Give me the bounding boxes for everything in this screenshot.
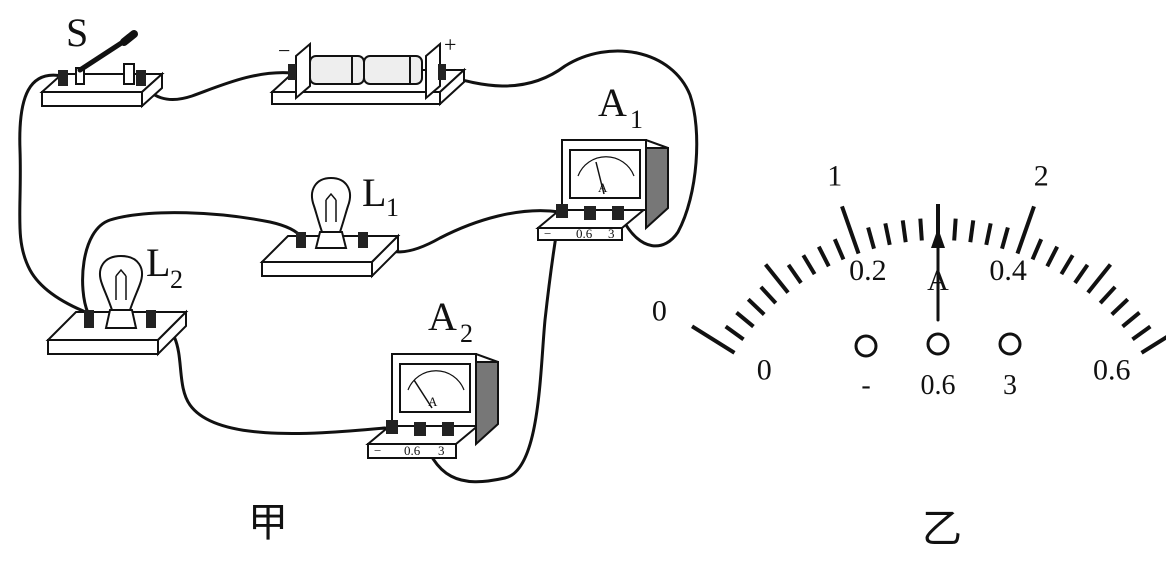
- dial-minor-tick: [1121, 310, 1141, 329]
- dial-major-tick: [840, 205, 861, 255]
- dial-lower-scale: 0 0.2 0.4 0.6: [757, 254, 1131, 387]
- dial-pointer-head: [931, 228, 945, 248]
- dial-terminals: - 0.6 3: [854, 332, 1022, 401]
- ammeter1-face-unit: A: [598, 180, 608, 195]
- battery-plus-sign: +: [444, 32, 456, 57]
- switch-label: S: [66, 10, 88, 55]
- ammeter2-face-unit: A: [428, 394, 438, 409]
- ammeter1-label: A: [598, 80, 627, 125]
- wire-lamp2-to-lamp1: [81, 211, 304, 315]
- dial-minor-tick: [746, 297, 766, 316]
- dial-ticks: [691, 204, 1166, 355]
- wire-switch-left-to-lamp2: [18, 73, 90, 315]
- dial-upper-label: 2: [1034, 160, 1049, 193]
- dial-minor-tick: [1045, 245, 1059, 268]
- wire-ammeter1-to-ammeter2: [418, 210, 562, 484]
- dial-major-tick: [691, 324, 736, 355]
- dial-upper-label: 0: [652, 295, 667, 328]
- dial-upper-scale: 0123: [652, 160, 1049, 328]
- lamp2-label: L: [146, 240, 170, 285]
- dial-minor-tick: [1086, 263, 1113, 294]
- battery-holder: − +: [269, 32, 467, 107]
- lamp-l1: L 1: [259, 170, 401, 279]
- terminal-0.6-circle: [926, 332, 950, 356]
- lamp2-subscript: 2: [170, 265, 183, 294]
- ammeter-a1: A − 0.6 3 A 1: [535, 80, 669, 241]
- dial-panel: 0 1 2 3 0 0.2 0.4 0.6 A - 0.6 3 乙: [652, 160, 1166, 552]
- ammeter2-terminal-minus: −: [374, 443, 381, 458]
- dial-major-tick: [1140, 335, 1166, 355]
- wire-lamp2-to-ammeter2: [150, 316, 387, 435]
- dial-minor-tick: [918, 218, 924, 241]
- dial-minor-tick: [1030, 238, 1044, 261]
- ammeter1-terminal-0.6: 0.6: [576, 226, 593, 241]
- dial-minor-tick: [786, 263, 803, 285]
- ammeter2-terminal-0.6: 0.6: [404, 443, 421, 458]
- dial-unit: A: [927, 264, 949, 297]
- dial-minor-tick: [883, 222, 892, 246]
- ammeter2-terminal-3: 3: [438, 443, 445, 458]
- dial-minor-tick: [801, 254, 817, 276]
- dial-upper-label: 1: [827, 160, 842, 193]
- terminal-minus-label: -: [861, 370, 870, 401]
- dial-minor-tick: [832, 238, 846, 261]
- dial-minor-tick: [952, 218, 958, 241]
- dial-lower-label: 0.4: [989, 254, 1027, 287]
- dial-lower-label: 0: [757, 354, 772, 387]
- dial-minor-tick: [763, 263, 790, 294]
- caption-jia: 甲: [248, 500, 288, 546]
- lamp1-label: L: [362, 170, 386, 215]
- terminal-3-circle: [998, 332, 1022, 356]
- switch: S: [39, 10, 165, 109]
- dial-minor-tick: [735, 310, 755, 329]
- dial-minor-tick: [984, 222, 993, 246]
- ammeter-a2: A − 0.6 3 A 2: [365, 294, 499, 459]
- lamp1-subscript: 1: [386, 193, 399, 222]
- dial-minor-tick: [1073, 263, 1090, 285]
- ammeter1-subscript: 1: [630, 105, 643, 134]
- ammeter1-terminal-minus: −: [544, 226, 551, 241]
- ammeter1-terminal-3: 3: [608, 226, 615, 241]
- lamp-l2: L 2: [45, 240, 189, 357]
- dial-lower-label: 0.6: [1093, 354, 1131, 387]
- wire-battery-to-ammeter1: [438, 49, 699, 248]
- dial-minor-tick: [968, 220, 976, 243]
- dial-lower-label: 0.2: [849, 254, 887, 287]
- dial-minor-tick: [1059, 254, 1075, 276]
- dial-minor-tick: [900, 220, 908, 243]
- dial-minor-tick: [1110, 297, 1130, 316]
- battery-minus-sign: −: [278, 38, 290, 63]
- dial-minor-tick: [724, 324, 745, 342]
- dial-major-tick: [1015, 205, 1036, 255]
- terminal-3-label: 3: [1003, 370, 1017, 401]
- caption-yi: 乙: [922, 506, 962, 552]
- dial-minor-tick: [1000, 226, 1010, 250]
- dial-minor-tick: [759, 285, 778, 305]
- wire-switch-to-battery: [140, 71, 294, 101]
- dial-minor-tick: [817, 245, 831, 268]
- dial-minor-tick: [1131, 324, 1152, 342]
- terminal-minus-circle: [854, 334, 878, 358]
- dial-minor-tick: [1098, 285, 1117, 305]
- ammeter2-label: A: [428, 294, 457, 339]
- terminal-0.6-label: 0.6: [921, 370, 956, 401]
- dial-minor-tick: [866, 226, 876, 250]
- circuit-panel: S − + L 1: [18, 10, 699, 546]
- ammeter2-subscript: 2: [460, 319, 473, 348]
